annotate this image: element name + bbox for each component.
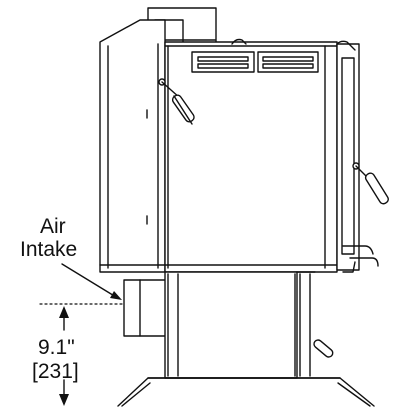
top-vents	[191, 38, 319, 73]
pedestal	[164, 271, 334, 379]
door-handle	[352, 162, 389, 205]
dimension-label-imperial: 9.1"	[38, 336, 75, 359]
air-intake-label-line2: Intake	[20, 238, 77, 261]
side-handle	[158, 78, 195, 125]
dimension-arrows	[59, 306, 69, 406]
air-intake-box	[123, 279, 167, 337]
air-intake-leader-arrow	[61, 263, 122, 300]
front-door	[336, 40, 379, 273]
stove-body	[99, 19, 338, 273]
base-plate	[117, 377, 375, 407]
air-intake-label-line1: Air	[40, 215, 66, 238]
dimension-label-metric: [231]	[32, 360, 79, 383]
